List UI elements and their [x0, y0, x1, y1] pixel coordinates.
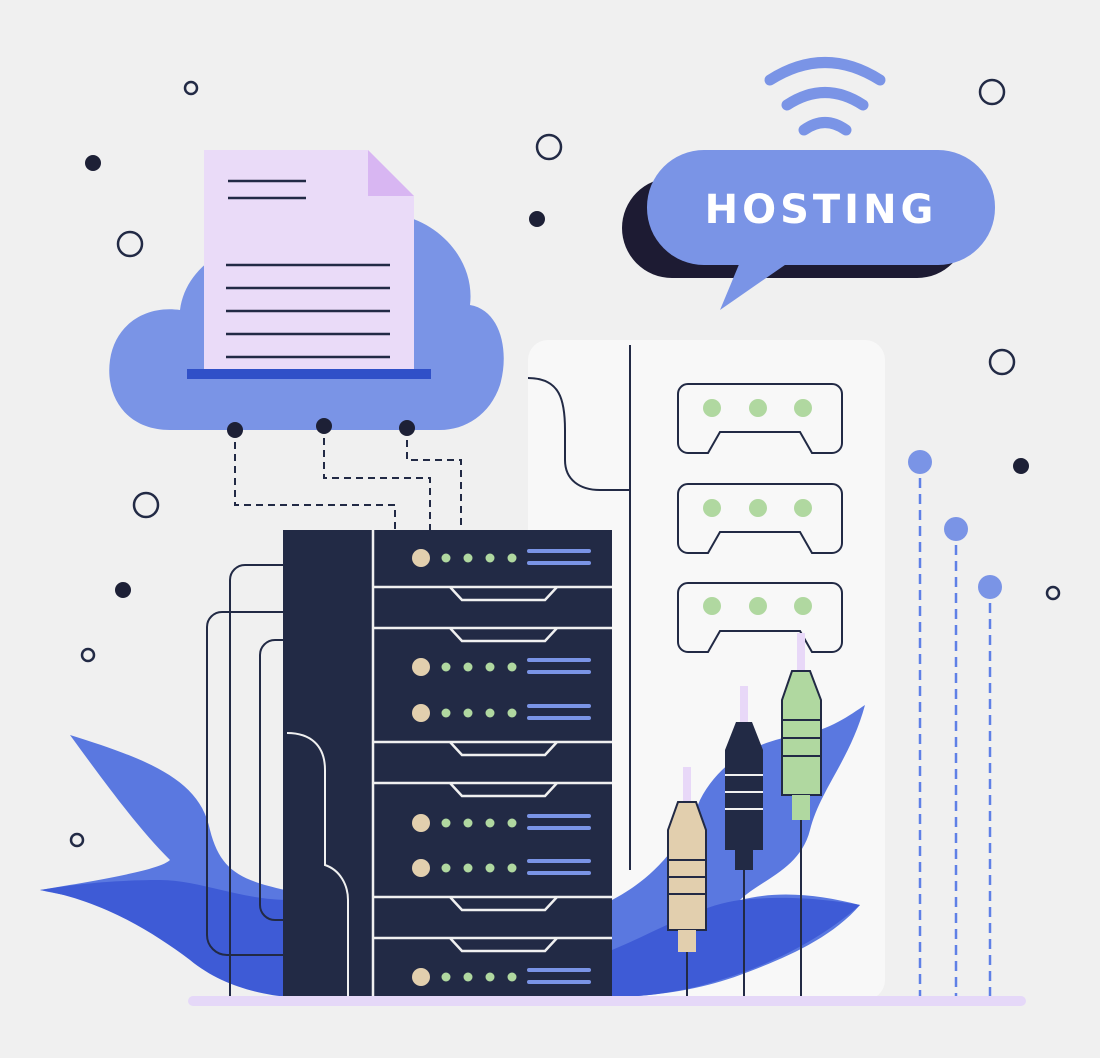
cable-plugs	[667, 633, 822, 997]
status-lights	[703, 399, 812, 615]
document-icon	[187, 150, 431, 379]
server-rack	[283, 530, 612, 997]
decorative-circles	[69, 78, 1061, 848]
server-unit	[412, 814, 591, 832]
network-connections	[234, 426, 462, 530]
server-unit	[412, 968, 591, 986]
hosting-speech-bubble: HOSTING	[622, 150, 995, 310]
server-unit	[412, 704, 591, 722]
cables	[206, 564, 283, 997]
signal-pins	[908, 450, 1002, 997]
wifi-icon	[764, 57, 886, 136]
server-unit	[412, 549, 591, 567]
server-unit	[412, 859, 591, 877]
floor-line	[188, 996, 1026, 1006]
decorative-dots	[85, 155, 1029, 598]
hosting-label: HOSTING	[705, 187, 938, 233]
server-unit	[412, 658, 591, 676]
